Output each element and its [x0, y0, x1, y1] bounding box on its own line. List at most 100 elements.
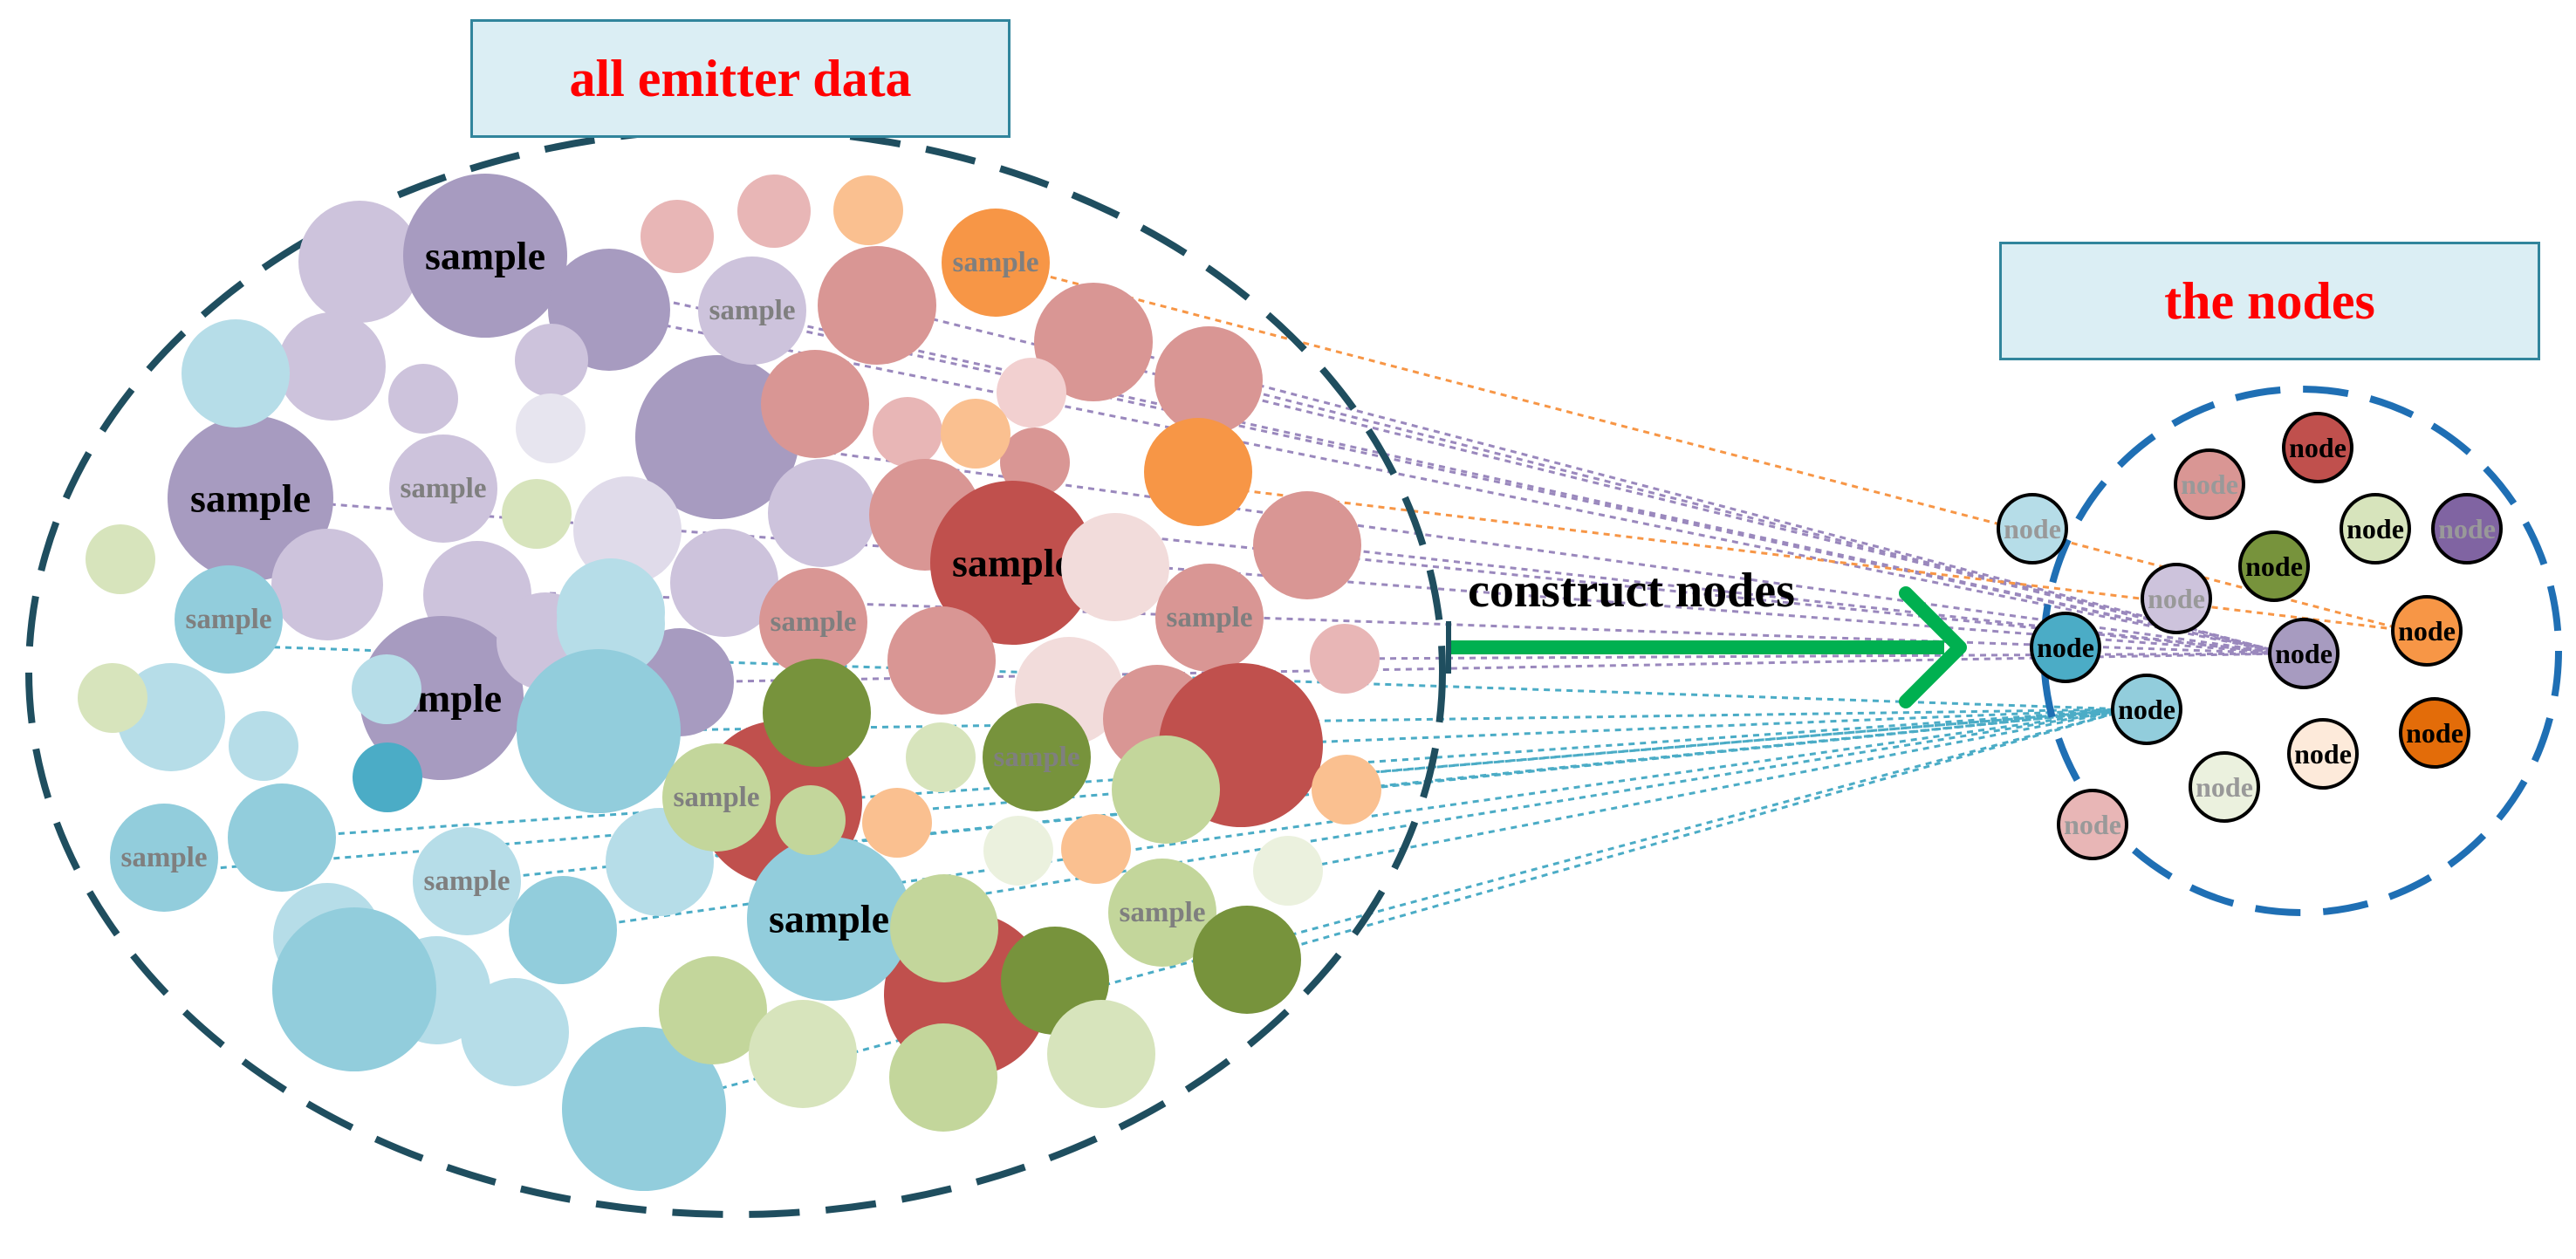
left-title: all emitter data [569, 49, 912, 107]
link-line [1287, 708, 2130, 872]
sample-circle [759, 568, 867, 676]
sample-label: sample [771, 606, 857, 638]
sample-label: sample [121, 842, 208, 873]
sample-circle [271, 529, 383, 640]
sample-circle [1144, 418, 1252, 526]
sample-circle [1061, 513, 1169, 621]
right-title-box: the nodes [1999, 242, 2540, 360]
node-label: node [2004, 513, 2061, 544]
sample-circle [942, 209, 1050, 317]
sample-circle [168, 415, 333, 581]
sample-circle [229, 711, 298, 781]
sample-circle [873, 397, 942, 467]
node-label: node [2148, 583, 2205, 614]
sample-circle [517, 649, 681, 813]
sample-circle [941, 399, 1011, 469]
sample-circle [930, 481, 1094, 645]
node-circle [2268, 618, 2340, 689]
node-label: node [2406, 717, 2463, 749]
node-circle [1997, 493, 2068, 564]
node-circle [2174, 448, 2245, 520]
sample-circle [818, 246, 936, 365]
link-line [1208, 379, 2287, 655]
sample-label: sample [186, 604, 272, 635]
sample-label: sample [709, 295, 796, 326]
sample-circle [763, 659, 871, 767]
sample-label: sample [190, 476, 311, 521]
link-lines [163, 260, 2409, 1111]
node-circle [2057, 789, 2128, 860]
sample-circle [509, 876, 617, 984]
sample-circle [997, 358, 1066, 428]
sample-circle [1047, 1000, 1155, 1108]
link-line [679, 652, 2287, 684]
sample-circle [1312, 755, 1381, 825]
sample-circle [833, 175, 903, 245]
sample-circle [1193, 906, 1301, 1014]
sample-label: sample [674, 782, 760, 813]
sample-circle [403, 174, 567, 338]
node-circle [2399, 697, 2470, 769]
node-circle [2391, 595, 2463, 667]
link-line [608, 312, 2287, 655]
sample-label: sample [994, 742, 1080, 773]
link-line [1344, 652, 2287, 660]
construct-nodes-arrow: construct nodes [1446, 564, 1967, 708]
sample-label: sample [1120, 897, 1206, 928]
sample-label: sample [425, 234, 545, 278]
arrow-head [1899, 586, 1967, 708]
sample-label: sample [401, 473, 487, 504]
sample-circle [516, 393, 586, 463]
sample-label: sample [424, 866, 510, 897]
sample-circle [1061, 814, 1131, 884]
node-label: node [2289, 432, 2346, 463]
sample-circle [298, 201, 421, 323]
sample-circle [277, 312, 386, 421]
sample-circle [1155, 564, 1264, 672]
sample-circle [768, 459, 876, 567]
sample-label: sample [953, 247, 1039, 278]
emitter-sample-circles: sample sample sample sample sample sample samp… [78, 174, 1381, 1191]
sample-circle [1310, 624, 1380, 694]
link-line [1093, 340, 2287, 655]
arrow-label: construct nodes [1468, 564, 1795, 618]
node-label: node [2275, 638, 2333, 669]
sample-circle [776, 785, 846, 855]
sample-circle [749, 1000, 857, 1108]
sample-circle [761, 350, 869, 458]
sample-circle [461, 978, 569, 1086]
sample-circle [1034, 283, 1153, 401]
sample-circle [659, 956, 767, 1064]
sample-circle [1112, 736, 1220, 844]
sample-circle [388, 364, 458, 434]
sample-circle [228, 783, 336, 892]
node-label: node [2064, 809, 2121, 840]
sample-circle [887, 606, 996, 715]
node-label: node [2438, 513, 2496, 544]
node-circle [2030, 612, 2101, 683]
sample-circle [890, 874, 998, 982]
link-line [828, 708, 2130, 920]
link-line [1306, 544, 2287, 655]
node-label: node [2398, 615, 2456, 647]
sample-label: sample [769, 897, 889, 941]
node-label: node [2118, 694, 2175, 725]
sample-circle [110, 804, 218, 912]
sample-circle [662, 743, 771, 852]
sample-circle [562, 1027, 726, 1191]
node-circles: node node node node node node node node node node… [1997, 412, 2503, 860]
sample-circle [352, 654, 421, 724]
node-label: node [2181, 469, 2238, 500]
node-label: node [2196, 771, 2253, 803]
right-title: the nodes [2164, 271, 2375, 330]
node-circle [2431, 493, 2503, 564]
sample-circle [889, 1023, 997, 1132]
sample-circle [1253, 836, 1323, 906]
link-line [716, 435, 2287, 655]
sample-circle [641, 200, 714, 273]
link-line [1240, 708, 2130, 747]
node-circle [2340, 493, 2411, 564]
sample-circle [635, 355, 799, 519]
sample-label: sample [952, 541, 1072, 585]
